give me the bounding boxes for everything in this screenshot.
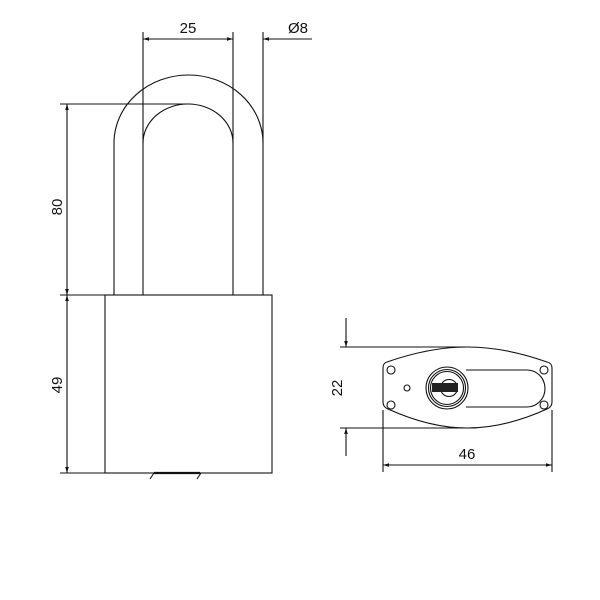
padlock-body-bottom-outline: [382, 346, 553, 429]
screw-hole: [386, 400, 396, 410]
small-hole: [403, 384, 411, 392]
dim-label-80: 80: [49, 199, 66, 216]
keyway-icon: [432, 383, 458, 392]
shackle-outer: [113, 74, 264, 295]
padlock-body-front: [104, 294, 273, 474]
shackle-inner: [142, 103, 234, 295]
dim-label-22: 22: [329, 380, 346, 397]
dim-label-25: 25: [180, 20, 197, 37]
screw-hole: [539, 365, 549, 375]
shackle-slot: [466, 369, 546, 408]
dim-label-46: 46: [459, 446, 476, 463]
dim-label-d8: Ø8: [288, 20, 308, 37]
dim-label-49: 49: [49, 377, 66, 394]
screw-hole: [539, 400, 549, 410]
screw-hole: [386, 365, 396, 375]
body-bottom-detail: [149, 472, 202, 480]
